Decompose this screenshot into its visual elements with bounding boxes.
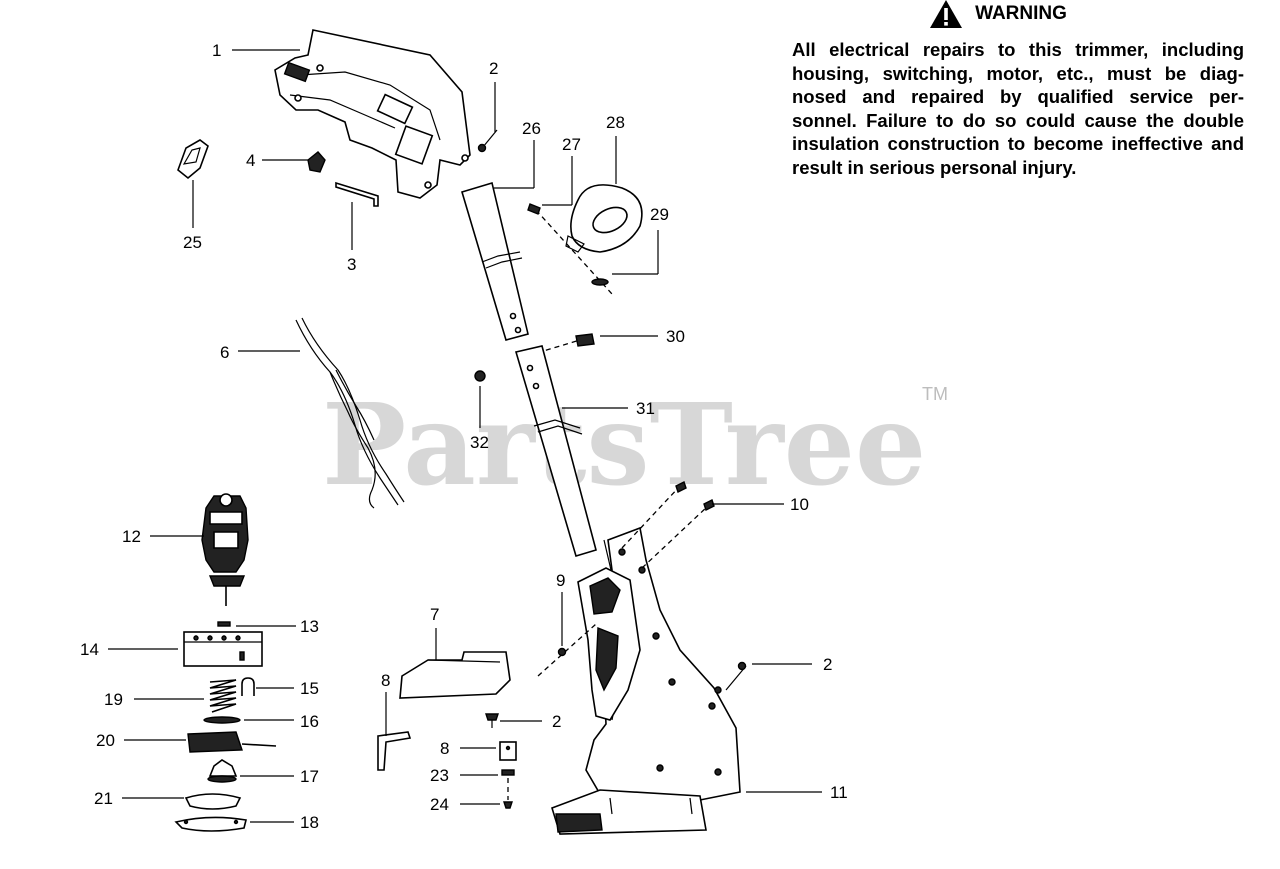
callout-31: 31 — [636, 399, 655, 418]
warning-text: All electrical repairs to this trimmer, … — [792, 39, 1244, 178]
callout-3: 3 — [347, 255, 356, 274]
callout-19: 19 — [104, 690, 123, 709]
watermark-brand: PartsTree — [322, 380, 926, 511]
housing-screw-part — [537, 623, 597, 677]
callout-8-wrench: 8 — [381, 671, 390, 690]
callout-4: 4 — [246, 151, 255, 170]
staple-part — [241, 677, 255, 696]
inner-housing-half-part — [577, 567, 641, 721]
screw-part-center — [485, 713, 499, 728]
callout-24: 24 — [430, 795, 449, 814]
leader-lines — [108, 49, 822, 823]
power-cord-part — [295, 317, 405, 509]
guard-base-part — [551, 789, 707, 835]
spring-part — [209, 679, 237, 713]
bump-knob-part — [207, 759, 238, 783]
callout-1: 1 — [212, 41, 221, 60]
callout-27: 27 — [562, 135, 581, 154]
line-cutter-part — [499, 741, 517, 761]
motor-part — [201, 493, 249, 606]
handle-housing-part — [274, 29, 471, 199]
callout-17: 17 — [300, 767, 319, 786]
callout-15: 15 — [300, 679, 319, 698]
auxiliary-handle-part — [527, 184, 643, 295]
callout-9: 9 — [556, 571, 565, 590]
hex-key-part — [335, 181, 379, 207]
callout-18: 18 — [300, 813, 319, 832]
lower-shaft-part — [514, 345, 597, 557]
callout-30: 30 — [666, 327, 685, 346]
callout-20: 20 — [96, 731, 115, 750]
callout-11: 11 — [830, 783, 848, 802]
switch-part — [307, 151, 326, 173]
warning-triangle-icon — [930, 0, 963, 28]
upper-shaft-part — [461, 181, 529, 341]
callout-2-center: 2 — [552, 712, 561, 731]
clip-part — [177, 139, 209, 180]
callout-29: 29 — [650, 205, 669, 224]
callout-12: 12 — [122, 527, 141, 546]
callout-14: 14 — [80, 640, 99, 659]
nut-part — [474, 370, 486, 382]
callout-7: 7 — [430, 605, 439, 624]
callout-23: 23 — [430, 766, 449, 785]
spool-part — [187, 731, 277, 753]
callout-21: 21 — [94, 789, 113, 808]
callout-6: 6 — [220, 343, 229, 362]
cover-part — [399, 651, 511, 699]
screw-part-top — [477, 129, 498, 153]
long-screws-part — [621, 481, 715, 569]
washer-part — [203, 716, 241, 724]
blade-guard-part — [174, 816, 247, 832]
callout-26: 26 — [522, 119, 541, 138]
l-wrench-part — [377, 731, 412, 771]
spacer-part — [501, 769, 515, 776]
callout-25: 25 — [183, 233, 202, 252]
warning-title: WARNING — [975, 3, 1067, 24]
retainer-part — [217, 621, 231, 627]
callout-13: 13 — [300, 617, 319, 636]
callout-16: 16 — [300, 712, 319, 731]
callout-32: 32 — [470, 433, 489, 452]
warning-panel: WARNING All electrical repairs to this t… — [792, 0, 1244, 179]
callout-10: 10 — [790, 495, 809, 514]
callout-28: 28 — [606, 113, 625, 132]
screw-part-right — [725, 661, 747, 691]
watermark-trademark: TM — [922, 384, 948, 404]
housing-insert-part — [183, 631, 263, 667]
callout-8-cutter: 8 — [440, 739, 449, 758]
callout-2-housing: 2 — [823, 655, 832, 674]
warning-header: WARNING — [752, 0, 1244, 28]
spool-cap-part — [184, 793, 242, 810]
callout-2-handle: 2 — [489, 59, 498, 78]
cutter-screw-part — [503, 778, 513, 809]
